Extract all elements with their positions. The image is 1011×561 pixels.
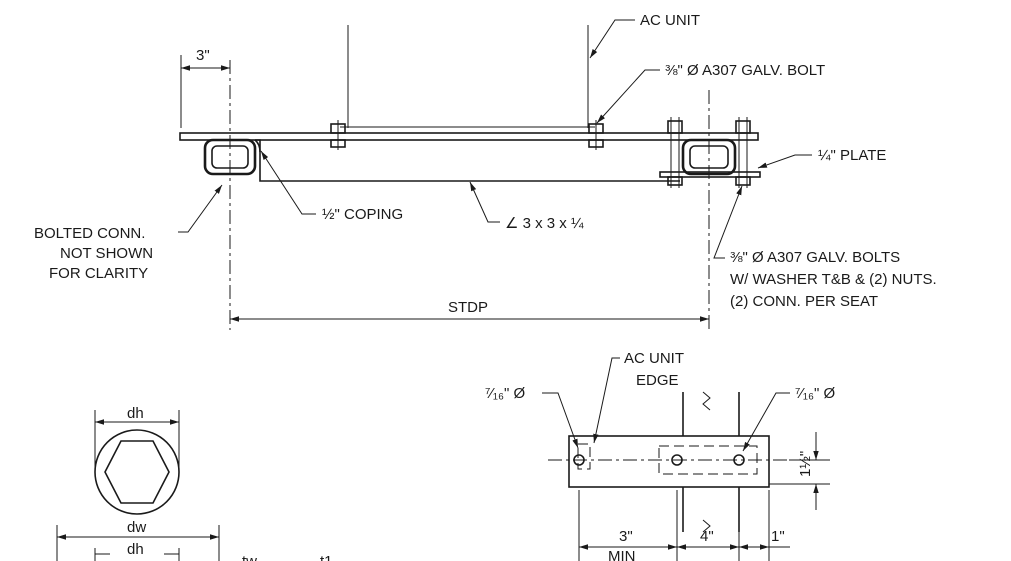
washer-circle [94,429,180,515]
plan-angle [568,435,770,488]
ac-bolt-left [330,120,346,150]
elevation-view: 3" STDP AC UNIT ⅜" Ø A307 GALV. BOLT ¼" … [34,12,937,330]
leader-angle [469,181,500,223]
label-edge-1: AC UNIT [624,350,684,367]
dim-3in-label: 3" [196,47,210,64]
angle-section [255,139,680,182]
hole-left [573,454,585,466]
leader-bolts [713,185,743,259]
bdim-1in-label: 1" [771,528,785,545]
leader-hole-left [542,392,579,449]
dim-stdp-label: STDP [448,299,488,316]
leader-plate [757,154,812,169]
label-bolts-3: (2) CONN. PER SEAT [730,293,878,310]
label-hole-right: ⁷⁄₁₆" Ø [795,385,836,402]
dim-dw-label: dw [127,519,146,536]
label-ac-unit: AC UNIT [640,12,700,29]
leader-edge [593,357,620,444]
bdim-3in-label: 3" [619,528,633,545]
label-bolt-top: ⅜" Ø A307 GALV. BOLT [665,62,825,79]
leader-bolted-conn [178,184,223,233]
vdim-label: 1½" [797,451,814,477]
label-bolts-1: ⅜" Ø A307 GALV. BOLTS [730,249,900,266]
hole-mid [671,454,683,466]
right-bolt-left [667,117,683,188]
partial-tw: tw [242,553,257,561]
partial-t1: t1 [320,553,333,561]
hole-right [733,454,745,466]
leader-coping [260,150,316,215]
label-bolts-2: W/ WASHER T&B & (2) NUTS. [730,271,937,288]
label-hole-left: ⁷⁄₁₆" Ø [485,385,526,402]
bottom-plate [659,171,761,178]
label-bolted-conn-3: FOR CLARITY [49,265,148,282]
label-angle: ∠ 3 x 3 x ¼ [505,215,584,232]
label-bolted-conn-2: NOT SHOWN [60,245,153,262]
label-plate: ¼" PLATE [818,147,886,164]
nut-detail: dh dw dh tw t1 [56,405,333,561]
ac-unit-edge-box [577,443,591,470]
bdim-min-label: MIN [608,548,636,561]
plan-view: ⁷⁄₁₆" Ø AC UNIT EDGE ⁷⁄₁₆" Ø 1½" 3" MIN … [485,350,836,561]
break-bot [702,519,711,533]
break-top [702,391,711,411]
hex-nut [104,440,170,504]
ac-bolt-right [588,120,604,150]
leader-bolt-top [596,69,660,124]
leader-ac-unit [589,19,635,59]
dim-dh-label: dh [127,405,144,422]
label-edge-2: EDGE [636,372,679,389]
dim-dh2-label: dh [127,541,144,558]
right-bolt-right [735,117,751,188]
label-coping: ½" COPING [322,206,403,223]
label-bolted-conn-1: BOLTED CONN. [34,225,145,242]
leader-hole-right [742,392,790,452]
bdim-4in-label: 4" [700,528,714,545]
coping-curve [254,139,261,153]
top-plate [179,132,759,141]
